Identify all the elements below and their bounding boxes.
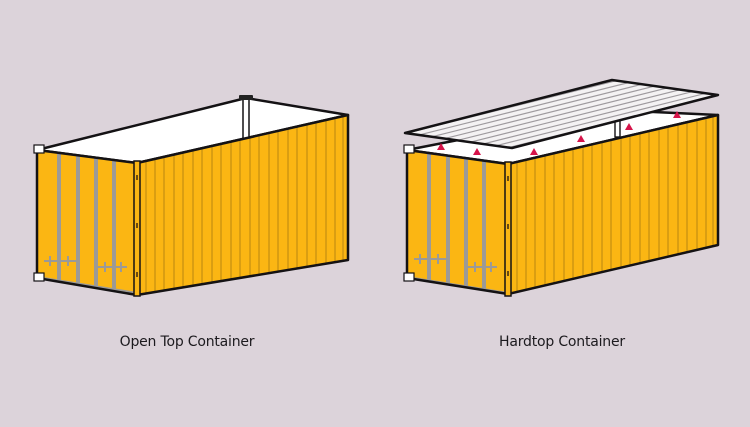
front-doors <box>407 150 508 294</box>
open-top-container-label: Open Top Container <box>119 334 255 350</box>
open-top-container-figure <box>33 95 350 297</box>
side-wall <box>137 115 348 295</box>
red-triangle-marker-icon <box>437 111 681 155</box>
corner-casting-bottom <box>33 272 45 282</box>
hardtop-container-figure <box>403 78 720 297</box>
corner-casting-bottom <box>403 272 415 282</box>
side-corrugation <box>145 115 344 295</box>
front-corner-post <box>133 160 141 297</box>
front-doors <box>37 150 137 295</box>
side-corrugation <box>516 115 714 294</box>
hardtop-container-label: Hardtop Container <box>499 334 625 350</box>
corner-casting-top <box>403 144 415 154</box>
corner-casting-top <box>33 144 45 154</box>
side-wall <box>508 115 718 294</box>
back-corner-cap <box>239 95 253 100</box>
